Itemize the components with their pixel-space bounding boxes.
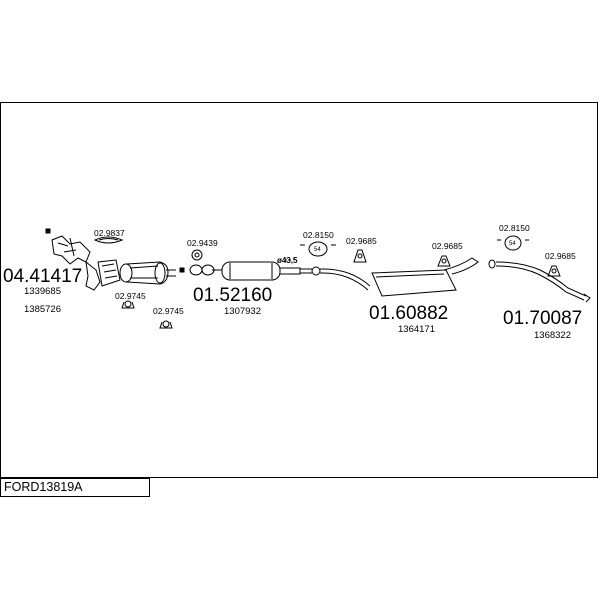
accessory-number: 02.9745: [115, 291, 146, 301]
gasket-drawing: [93, 236, 124, 244]
hanger-drawing-2: [437, 255, 451, 267]
part-number: 01.52160: [193, 285, 272, 306]
ring-drawing: [191, 249, 203, 261]
clamp-size-label: 54: [509, 241, 516, 247]
connector-drawing: [300, 266, 321, 276]
clamp-drawing-1: [121, 300, 135, 309]
accessory-number: 02.9439: [187, 238, 218, 248]
accessory-number: 02.9685: [545, 251, 576, 261]
rear-pipe-drawing: [495, 261, 591, 303]
oem-number: 1364171: [398, 324, 435, 335]
accessory-number: 02.9837: [94, 228, 125, 238]
diagram-frame: [0, 102, 598, 478]
hanger-drawing-3: [547, 265, 561, 277]
part-number: 04.41417: [3, 266, 82, 287]
product-code: FORD13819A: [4, 480, 83, 494]
middle-silencer-drawing: [212, 261, 301, 281]
accessory-number: 02.9685: [432, 241, 463, 251]
clamp-drawing-2: [159, 320, 173, 329]
hanger-drawing-1: [353, 249, 367, 263]
clamp-drawing-4: [497, 235, 529, 251]
clamp-drawing-3: [300, 241, 336, 257]
accessory-number: 02.8150: [499, 223, 530, 233]
accessory-number: 02.9685: [346, 236, 377, 246]
accessory-number: 02.8150: [303, 230, 334, 240]
oem-number: 1368322: [534, 330, 571, 341]
oem-number: 1307932: [224, 306, 261, 317]
oem-number: 1339685: [24, 286, 61, 297]
pipe-diameter-label: ø43,5: [277, 256, 298, 265]
oem-number: 1385726: [24, 304, 61, 315]
connector-drawing-2: [488, 259, 496, 269]
clamp-size-label: 54: [314, 247, 321, 253]
part-number: 01.60882: [369, 303, 448, 324]
front-pipe-catalyst-drawing: [45, 228, 176, 291]
accessory-number: 02.9745: [153, 306, 184, 316]
center-silencer-drawing: [319, 257, 479, 297]
part-number: 01.70087: [503, 308, 582, 329]
product-code-box: FORD13819A: [0, 478, 150, 497]
flange-drawing: [189, 264, 215, 276]
